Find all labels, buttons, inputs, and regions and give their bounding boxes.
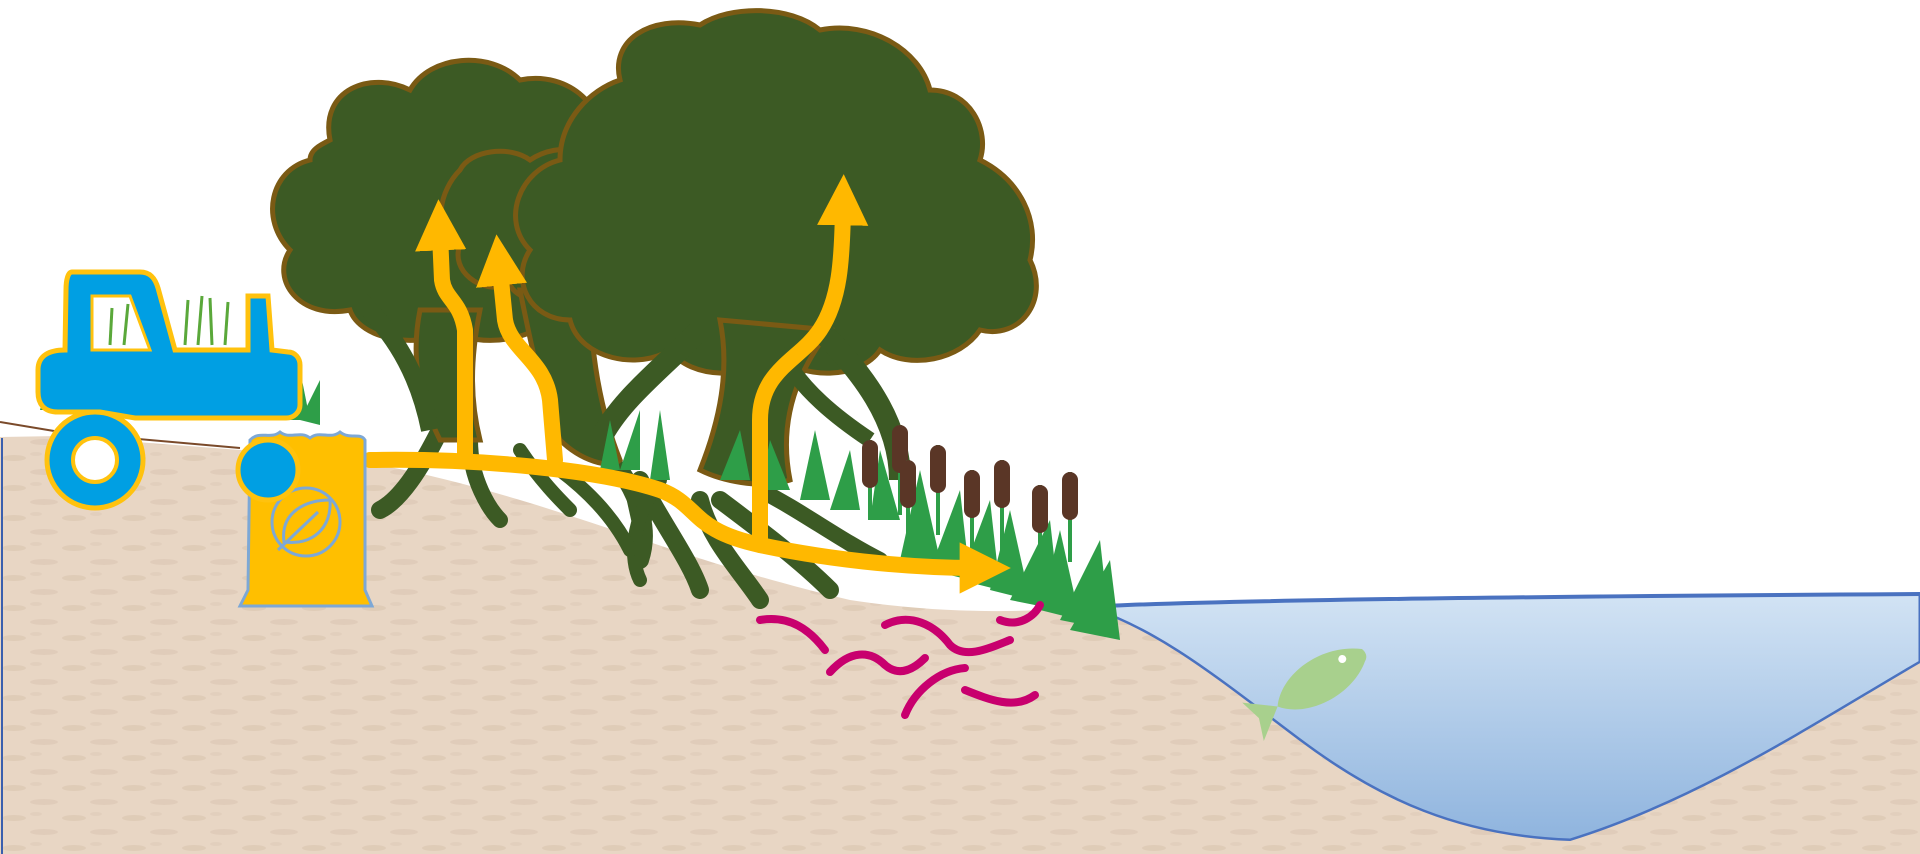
tractor-body	[38, 272, 300, 418]
riparian-trees	[273, 11, 1037, 485]
tractor-wheel-front	[238, 440, 298, 500]
tractor-wheel-rear	[47, 412, 143, 508]
